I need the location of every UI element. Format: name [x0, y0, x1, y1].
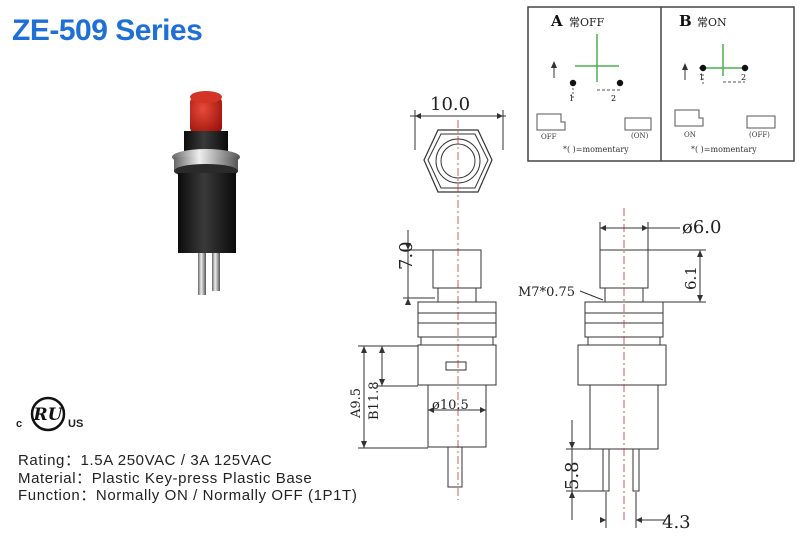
- material-line: Material：Plastic Key-press Plastic Base: [18, 469, 313, 487]
- dim-thread: M7*0.75: [518, 285, 575, 300]
- specs-block: Rating：1.5A 250VAC / 3A 125VAC Material：…: [18, 452, 357, 505]
- panel-a-label: 常OFF: [569, 16, 605, 29]
- dim-cap-height: 7.0: [396, 241, 417, 270]
- dim-body-a: A9.5: [349, 388, 364, 419]
- panel-b-pin2: 2: [741, 73, 746, 82]
- panel-a: A 常OFF 1 2 OFF (ON) *( )=momentary: [536, 12, 652, 154]
- dim-top-width: 10.0: [430, 94, 470, 115]
- panel-b-state-right: (OFF): [749, 131, 770, 139]
- panel-b: B 常ON 1 2 ON (OFF) *( )=momentary: [674, 12, 776, 154]
- rating-line: Rating：1.5A 250VAC / 3A 125VAC: [18, 452, 273, 469]
- schematic-panels: A 常OFF 1 2 OFF (ON) *( )=momentary B 常ON…: [527, 6, 795, 162]
- panel-b-note: *( )=momentary: [691, 145, 757, 154]
- function-line: Function：Normally ON / Normally OFF (1P1…: [18, 487, 358, 504]
- panel-a-pin1: 1: [569, 94, 574, 103]
- dim-base-dia: ø10.5: [432, 398, 469, 413]
- dim-thread-height: 6.1: [682, 266, 700, 290]
- ul-us-text: US: [68, 418, 84, 430]
- panel-a-state-left: OFF: [541, 133, 557, 141]
- panel-b-pin1: 1: [699, 73, 704, 82]
- dim-pin-spacing: 4.3: [662, 512, 691, 533]
- ul-c-text: c: [16, 418, 23, 430]
- panel-b-state-left: ON: [684, 131, 696, 139]
- panel-a-state-right: (ON): [631, 132, 649, 140]
- panel-b-label: 常ON: [697, 16, 727, 29]
- panel-b-letter: B: [679, 12, 692, 30]
- dim-pin-length: 5.8: [562, 461, 583, 490]
- panel-a-pin2: 2: [611, 94, 616, 103]
- page-title: ZE-509 Series: [12, 14, 203, 47]
- panel-a-letter: A: [550, 12, 563, 30]
- dim-cap-dia: ø6.0: [682, 217, 721, 238]
- product-photo: [172, 91, 240, 295]
- ul-ru-text: RU: [33, 405, 64, 425]
- panel-a-note: *( )=momentary: [563, 145, 629, 154]
- dim-body-b: B11.8: [367, 382, 382, 421]
